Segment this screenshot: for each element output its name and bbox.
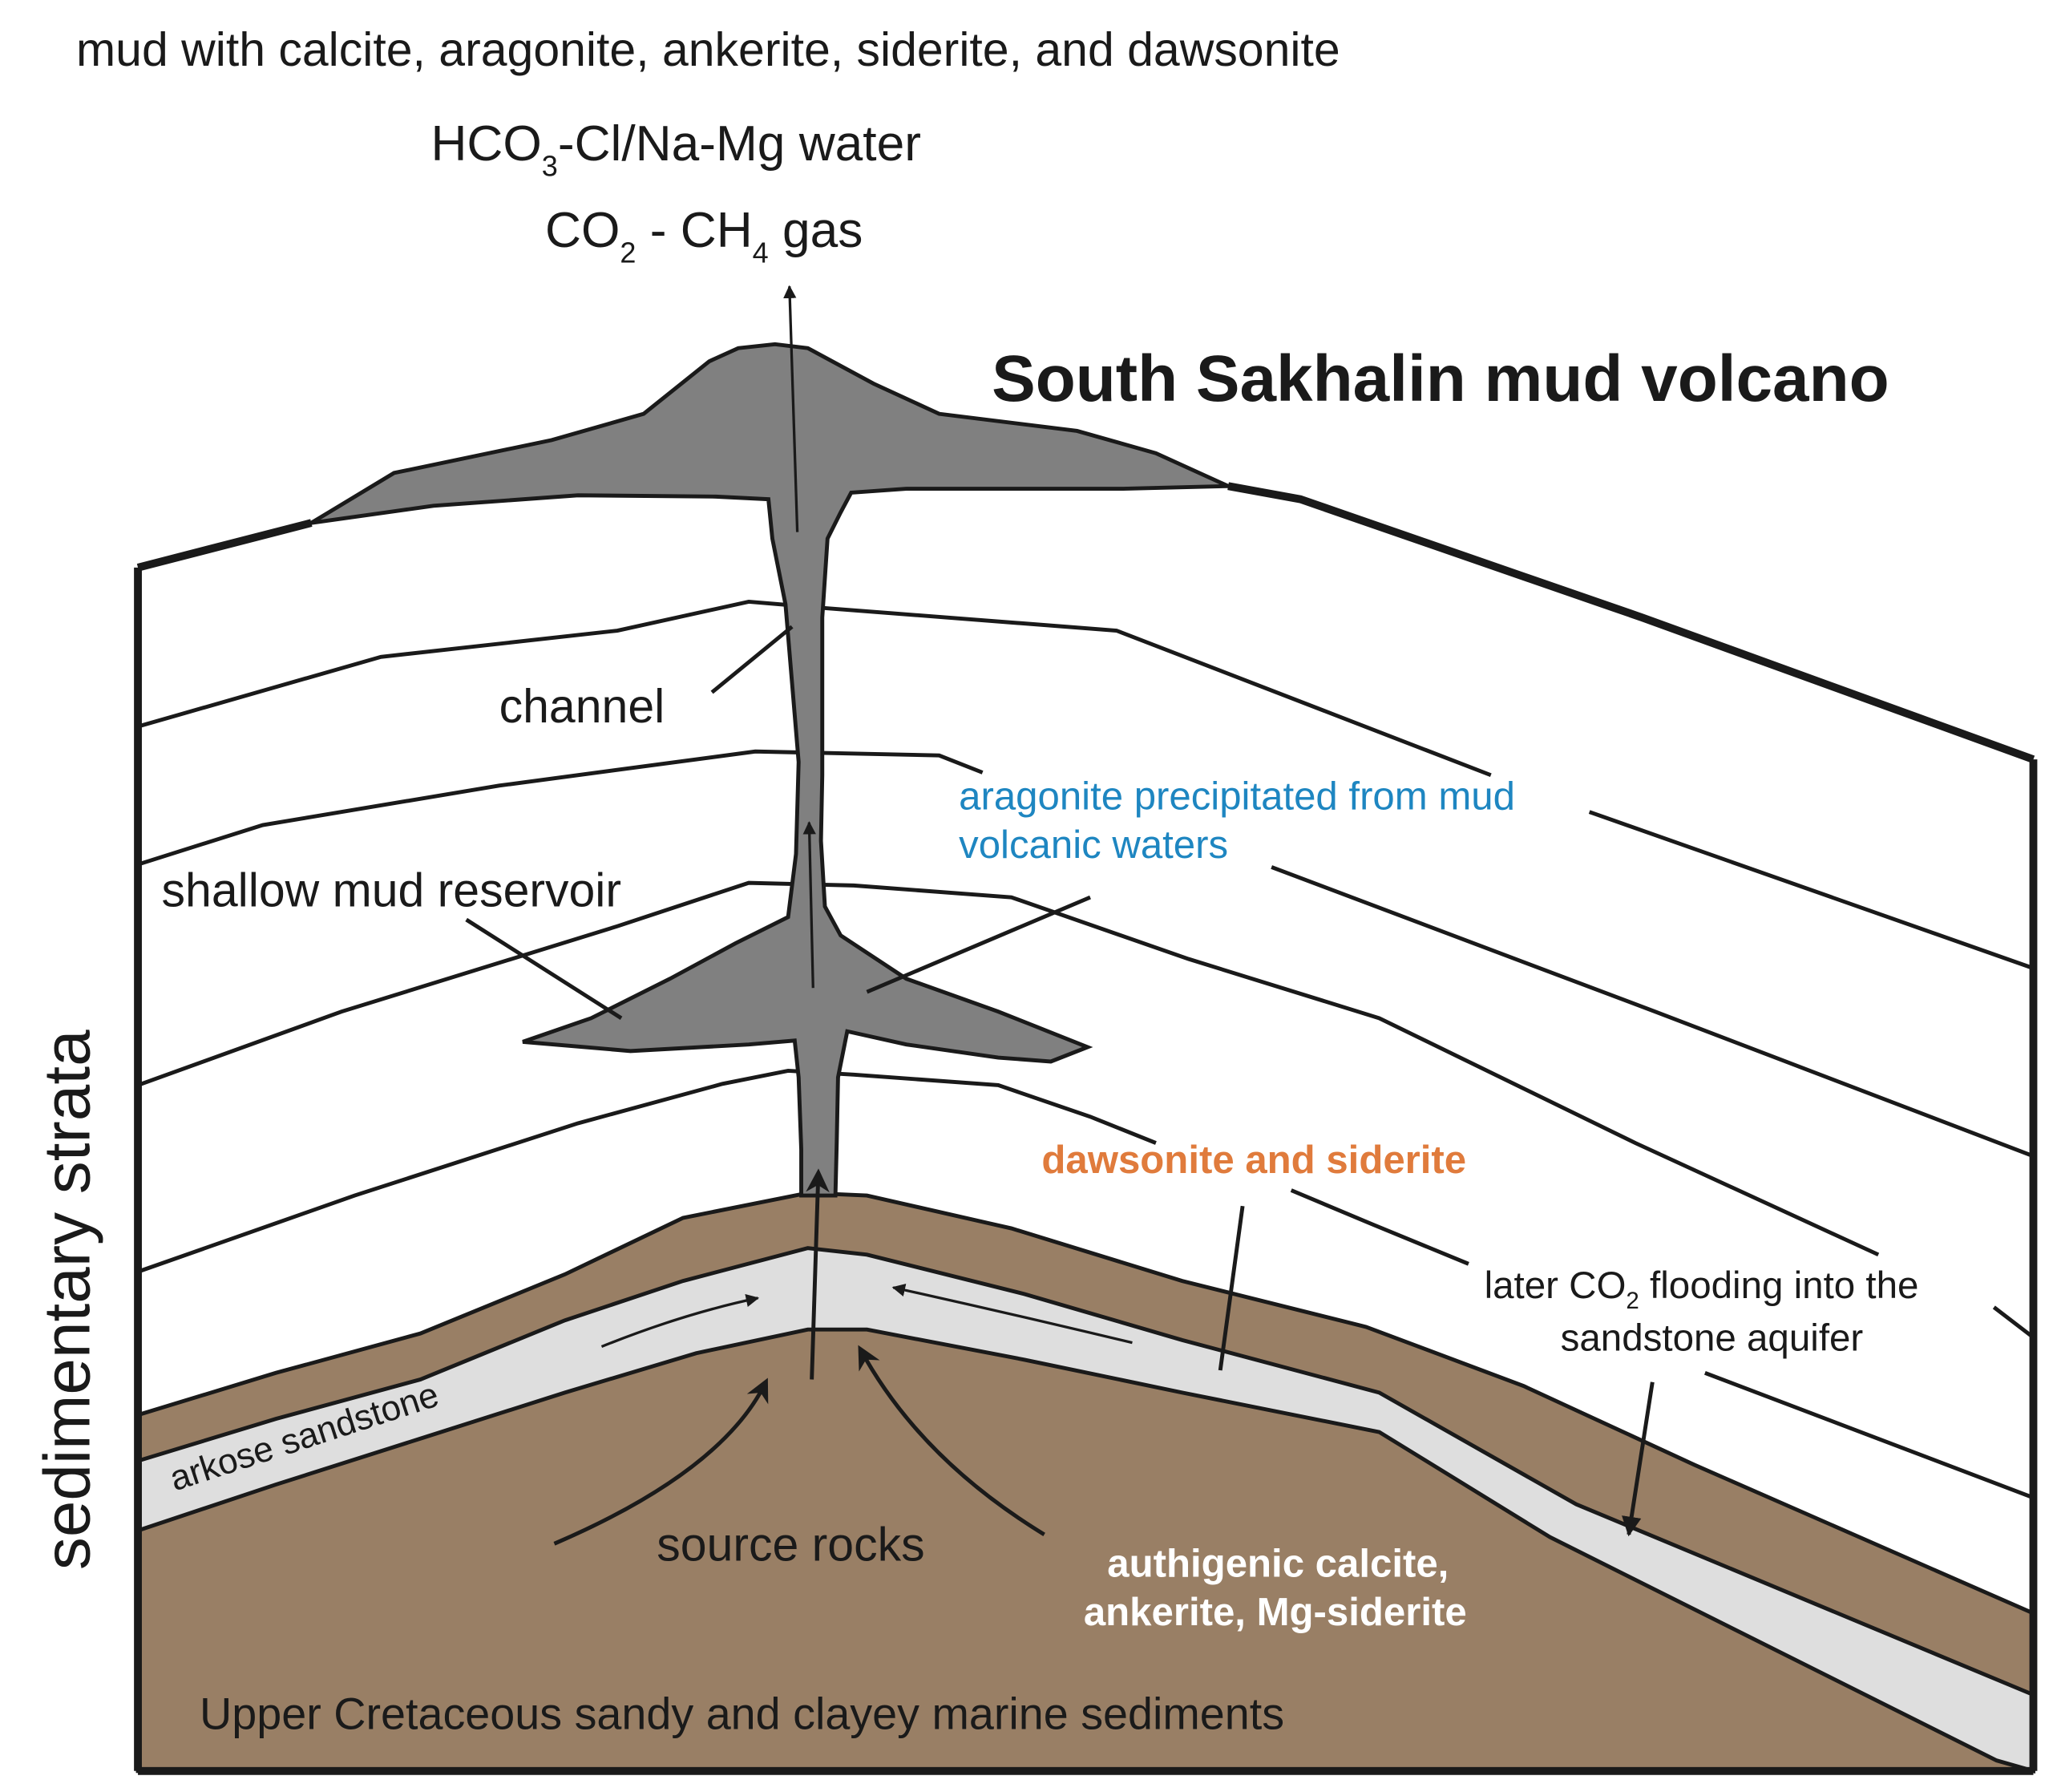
- flooding-label-line1: later CO2 flooding into the: [1485, 1264, 1919, 1314]
- water-type-label: HCO3-Cl/Na-Mg water: [430, 116, 921, 183]
- source-arrow-left: [553, 1377, 769, 1546]
- ground-surface: [136, 519, 313, 572]
- source-rocks-label: source rocks: [657, 1519, 924, 1572]
- stratum-line-4-right: [1703, 1371, 2035, 1500]
- channel-leader: [710, 625, 794, 694]
- flooding-label-line2: sandstone aquifer: [1561, 1317, 1864, 1359]
- sandstone-flow-arrow-right: [891, 1283, 1133, 1345]
- aragonite-label-line2: volcanic waters: [959, 823, 1228, 867]
- stratum-line-1: [137, 599, 1492, 778]
- reservoir-rise-arrow: [802, 821, 816, 989]
- aragonite-label-line1: aragonite precipitated from mud: [959, 775, 1515, 818]
- sedimentary-strata-label: sedimentary strata: [30, 1029, 103, 1570]
- gas-type-label: CO2 - CH4 gas: [545, 203, 863, 269]
- sandstone-flow-arrow-left: [600, 1293, 760, 1349]
- stratum-line-3: [137, 880, 1880, 1257]
- stratum-line-4: [137, 1068, 1157, 1274]
- channel-label: channel: [499, 681, 665, 733]
- gas-escape-arrow: [783, 285, 799, 532]
- stratum-line-3-right: [1992, 1305, 2035, 1340]
- shallow-reservoir-label: shallow mud reservoir: [162, 865, 622, 917]
- flooding-leader: [1622, 1381, 1655, 1537]
- mud-composition-label: mud with calcite, aragonite, ankerite, s…: [76, 24, 1340, 76]
- dawsonite-label: dawsonite and siderite: [1041, 1139, 1466, 1182]
- flooding-leader-upper: [1290, 1188, 1469, 1266]
- dawsonite-leader: [1218, 1205, 1245, 1371]
- authigenic-label-line2: ankerite, Mg-siderite: [1084, 1591, 1467, 1634]
- diagram-title: South Sakhalin mud volcano: [992, 342, 1889, 415]
- stratum-line-2: [137, 749, 984, 867]
- upper-cretaceous-label: Upper Cretaceous sandy and clayey marine…: [200, 1689, 1284, 1738]
- mud-channel: [310, 342, 1230, 1198]
- source-arrow-right: [858, 1345, 1045, 1536]
- aragonite-leader: [866, 895, 1091, 994]
- authigenic-label-line1: authigenic calcite,: [1107, 1542, 1449, 1585]
- ground-surface-right: [1227, 482, 2035, 763]
- arkose-sandstone-layer: [135, 1246, 2035, 1774]
- source-rise-arrow: [806, 1168, 830, 1380]
- stratum-line-1-right: [1588, 810, 2035, 970]
- stratum-line-2-right: [1271, 865, 2035, 1159]
- reservoir-leader: [465, 917, 623, 1020]
